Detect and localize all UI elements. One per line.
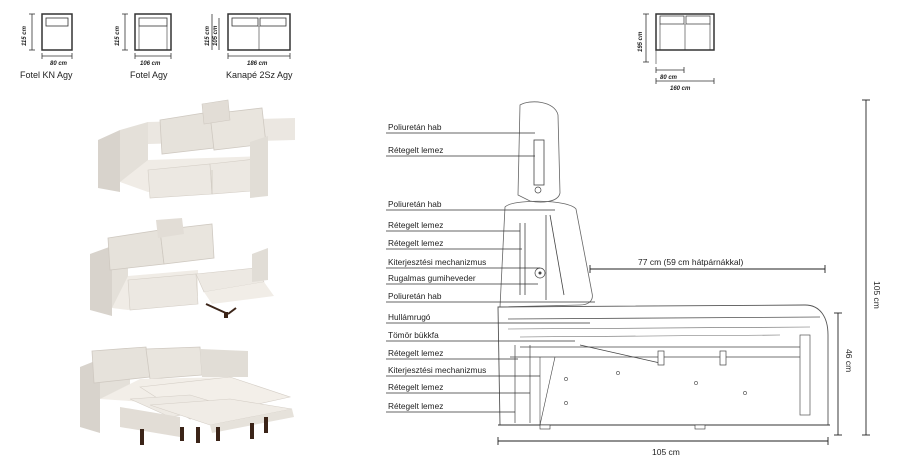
label-poliuretan-hab-2: Poliuretán hab (388, 199, 442, 209)
dim-kanape-height2: 105 cm (213, 25, 219, 46)
dim-fotel-kn-width: 80 cm (50, 61, 68, 67)
dim-kanape-height1: 115 cm (205, 25, 211, 46)
dim-plan-width1: 80 cm (660, 75, 678, 81)
variant-fotel-kn-caption: Fotel KN Agy (20, 70, 73, 80)
dim-plan-width2: 160 cm (670, 86, 691, 92)
label-kiterjesztesi-mechanizmus-1: Kiterjesztési mechanizmus (388, 257, 486, 267)
label-retegelt-lemez-3: Rétegelt lemez (388, 238, 443, 248)
label-retegelt-lemez-2: Rétegelt lemez (388, 220, 443, 230)
label-kiterjesztesi-mechanizmus-2: Kiterjesztési mechanizmus (388, 365, 486, 375)
sofa-closed-illustration (98, 99, 295, 199)
label-rugalmas-gumiheveder: Rugalmas gumiheveder (388, 273, 476, 283)
variant-fotel-caption: Fotel Agy (130, 70, 168, 80)
dim-fotel-kn-height: 115 cm (22, 25, 28, 46)
label-hullamrugo: Hullámrugó (388, 312, 431, 322)
plan-drawing: 80 cm 160 cm 195 cm (638, 13, 715, 92)
dim-total-height: 105 cm (872, 281, 882, 309)
plan-diagram: 80 cm 160 cm 195 cm (632, 6, 732, 96)
variant-fotel-kn-drawing: 80 cm 115 cm (22, 13, 73, 67)
variant-fotel-drawing: 106 cm 115 cm (115, 13, 172, 67)
dim-seat-depth: 77 cm (59 cm hátpárnákkal) (638, 257, 744, 267)
sofa-recliner-illustration (90, 218, 274, 318)
sofa-bed-illustration (80, 346, 294, 445)
dim-fotel-height: 115 cm (115, 25, 121, 46)
dim-kanape-width: 186 cm (247, 61, 268, 67)
label-retegelt-lemez-1: Rétegelt lemez (388, 145, 443, 155)
label-retegelt-lemez-6: Rétegelt lemez (388, 401, 443, 411)
variant-fotel: 106 cm 115 cm Fotel Agy (110, 6, 200, 82)
dim-fotel-width: 106 cm (140, 61, 161, 67)
variant-kanape-drawing: 186 cm 115 cm 105 cm (205, 13, 291, 67)
label-poliuretan-hab-3: Poliuretán hab (388, 291, 442, 301)
dim-total-depth: 105 cm (652, 447, 680, 457)
variant-fotel-kn: 80 cm 115 cm Fotel KN Agy (10, 6, 100, 82)
label-retegelt-lemez-4: Rétegelt lemez (388, 348, 443, 358)
dim-plan-depth: 195 cm (638, 31, 644, 52)
label-tomor-bukkfa: Tömör bükkfa (388, 330, 439, 340)
dim-seat-height: 46 cm (844, 349, 854, 372)
label-retegelt-lemez-5: Rétegelt lemez (388, 382, 443, 392)
variant-kanape: 186 cm 115 cm 105 cm Kanapé 2Sz Agy (200, 6, 310, 82)
section-diagram: Poliuretán hab Rétegelt lemez Poliuretán… (386, 99, 882, 457)
label-poliuretan-hab-1: Poliuretán hab (388, 122, 442, 132)
variant-kanape-caption: Kanapé 2Sz Agy (226, 70, 293, 80)
